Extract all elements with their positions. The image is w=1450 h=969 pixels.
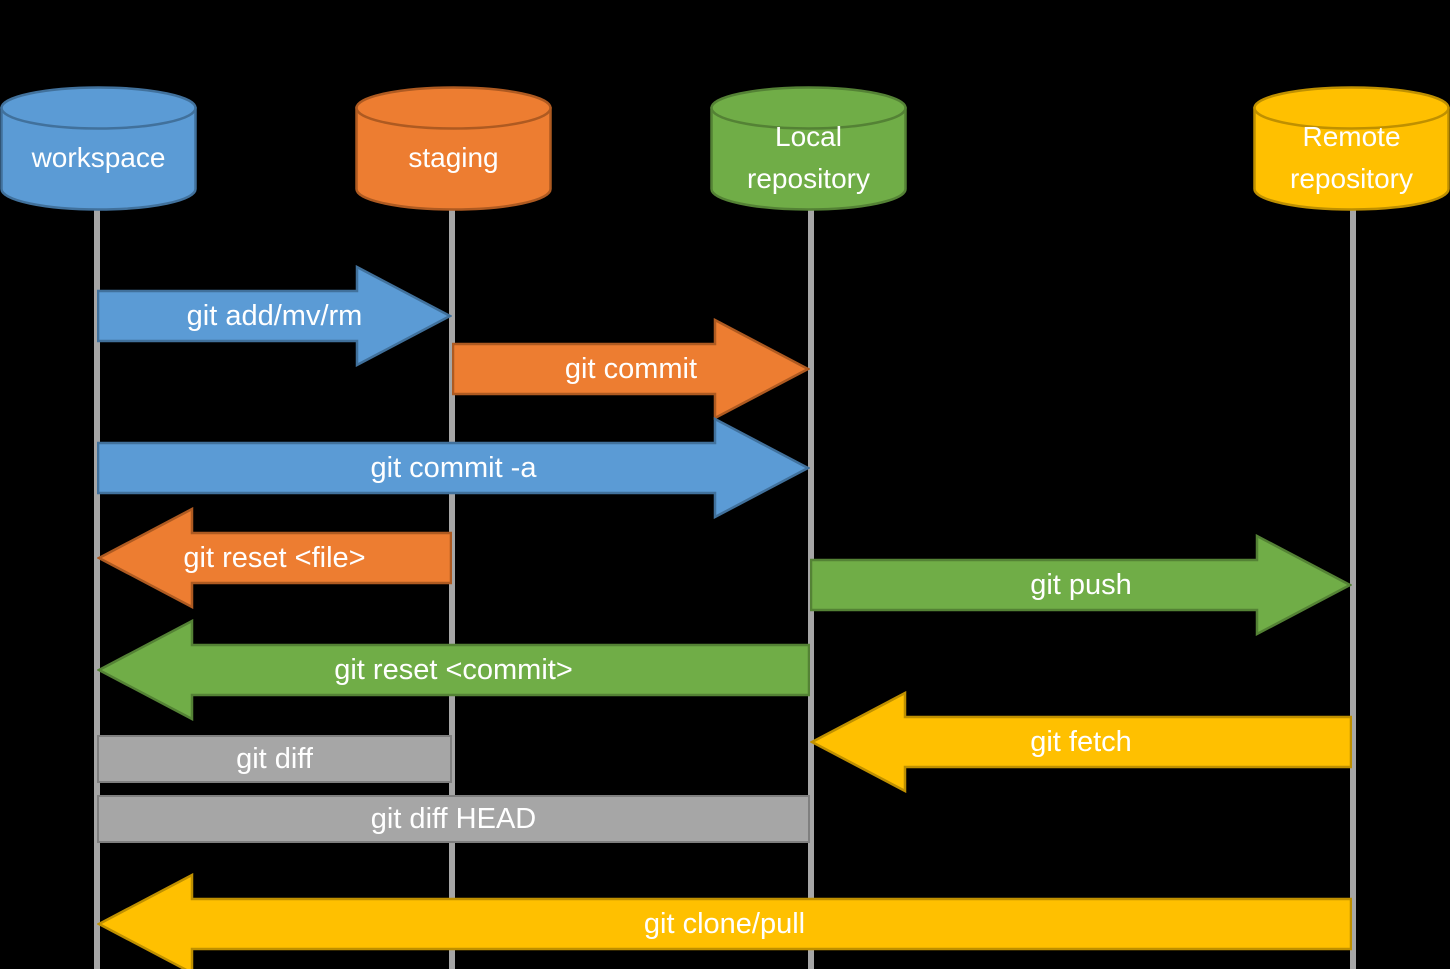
arrow-git-reset-commit-label: git reset <commit> (334, 653, 573, 686)
node-local-repository-label: Local repository (747, 121, 870, 194)
arrow-git-fetch: git fetch (810, 691, 1352, 793)
arrow-git-reset-file: git reset <file> (97, 507, 452, 609)
left-arrow-icon (97, 507, 452, 609)
right-arrow-icon (97, 417, 810, 519)
bar-git-diff: git diff (97, 735, 452, 783)
arrow-git-push: git push (810, 534, 1352, 636)
lifeline-remote-repository (1350, 208, 1356, 969)
arrow-git-clone-pull: git clone/pull (97, 873, 1352, 969)
node-local-repository: Local repository (710, 86, 907, 212)
arrow-git-commit-a: git commit -a (97, 417, 810, 519)
arrow-git-clone-pull-label: git clone/pull (643, 907, 806, 940)
left-arrow-icon (97, 619, 810, 721)
arrow-git-add-mv-rm-label: git add/mv/rm (186, 299, 363, 332)
node-staging: staging (355, 86, 552, 212)
arrow-git-fetch-label: git fetch (1030, 725, 1132, 758)
arrow-git-reset-commit: git reset <commit> (97, 619, 810, 721)
arrow-git-add-mv-rm: git add/mv/rm (97, 265, 452, 367)
right-arrow-icon (452, 318, 810, 420)
database-cylinder-icon (0, 86, 197, 211)
right-arrow-icon (97, 265, 452, 367)
right-arrow-icon (810, 534, 1352, 636)
node-workspace: workspace (0, 86, 197, 212)
left-arrow-icon (97, 873, 1352, 969)
database-cylinder-icon (710, 86, 907, 211)
node-workspace-label: workspace (31, 142, 166, 173)
arrow-git-commit: git commit (452, 318, 810, 420)
bar-git-diff-head-label: git diff HEAD (370, 802, 537, 835)
arrow-git-push-label: git push (1030, 568, 1132, 601)
lifeline-staging (449, 208, 455, 969)
node-remote-repository: Remote repository (1253, 86, 1450, 212)
node-staging-label: staging (408, 142, 499, 173)
arrow-git-commit-label: git commit (564, 352, 698, 385)
arrow-git-commit-a-label: git commit -a (370, 451, 537, 484)
bar-git-diff-label: git diff (236, 742, 313, 775)
left-arrow-icon (810, 691, 1352, 793)
node-remote-repository-label: Remote repository (1290, 121, 1413, 194)
lifeline-workspace (94, 208, 100, 969)
database-cylinder-icon (1253, 86, 1450, 211)
bar-git-diff-head: git diff HEAD (97, 795, 810, 843)
database-cylinder-icon (355, 86, 552, 211)
arrow-git-reset-file-label: git reset <file> (183, 541, 366, 574)
